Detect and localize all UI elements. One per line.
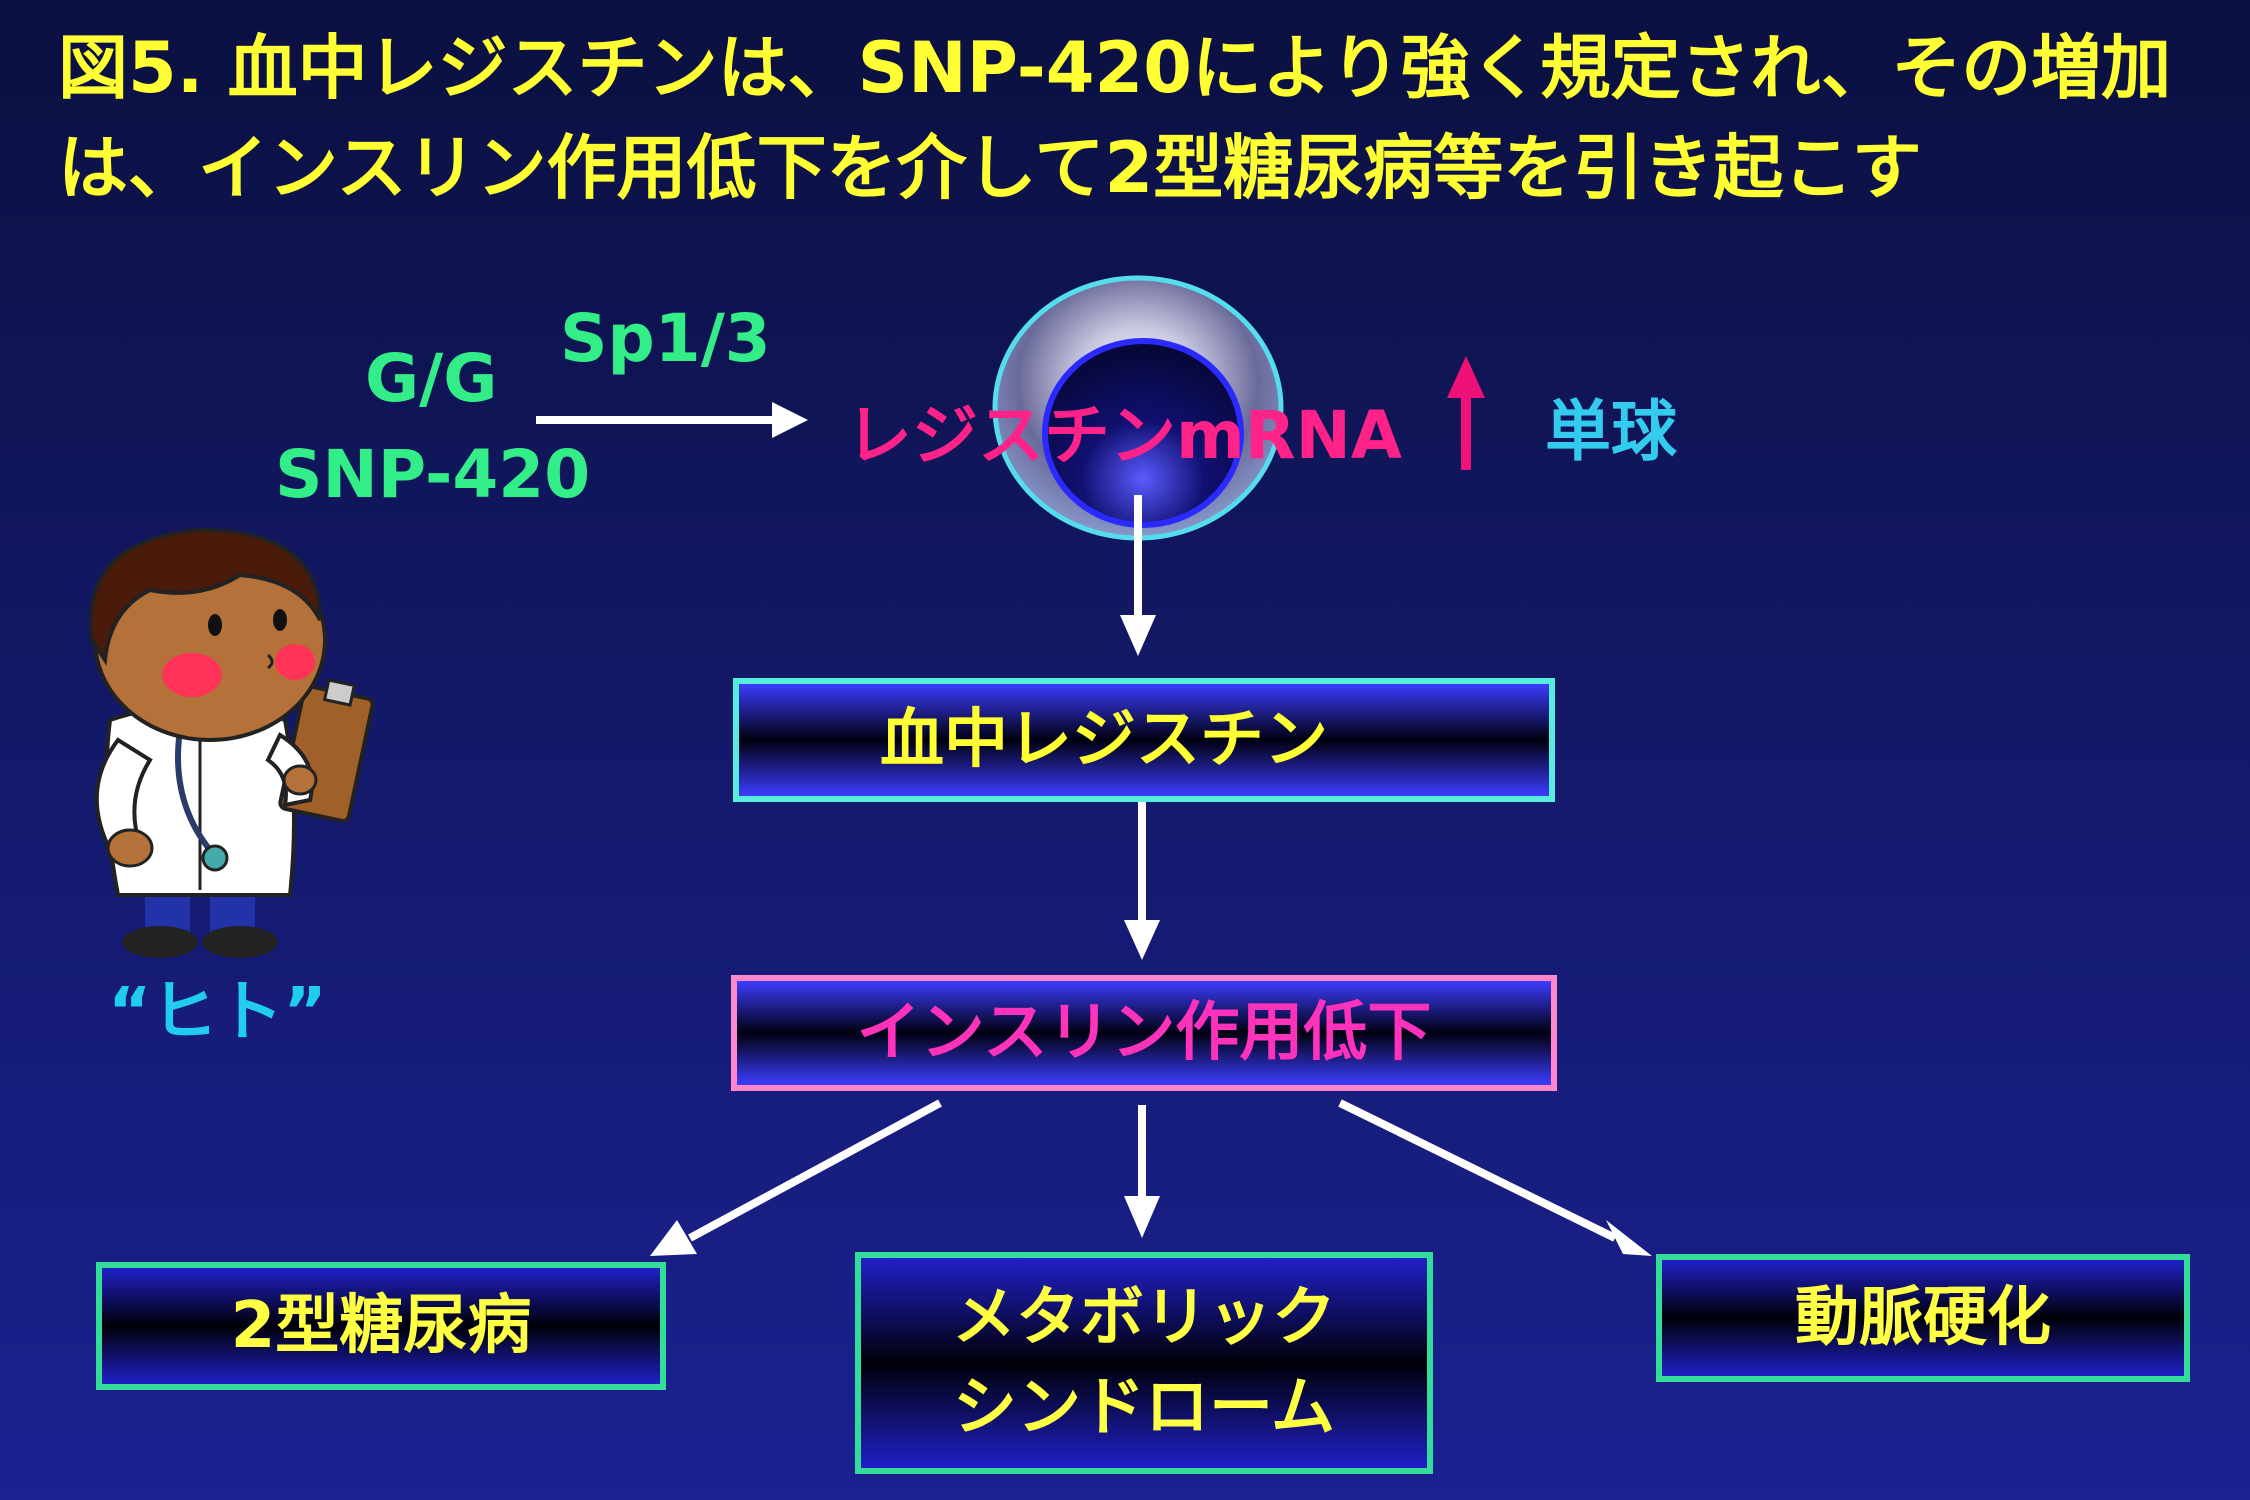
cell-type-label: 単球 — [1545, 393, 1677, 470]
box-type2-diabetes: 2型糖尿病 — [96, 1262, 666, 1390]
box-metabolic-syndrome: メタボリック シンドローム — [855, 1252, 1433, 1474]
monocyte-cell — [992, 275, 1284, 541]
genotype-label: G/G — [365, 340, 498, 417]
transcription-factor-label: Sp1/3 — [560, 300, 771, 377]
box-label-line1: メタボリック — [952, 1281, 1336, 1355]
slide-title: 図5. 血中レジスチンは、SNP-420により強く規定され、その増加は、インスリ… — [58, 27, 2172, 209]
box-insulin-action: インスリン作用低下 — [731, 975, 1557, 1091]
doctor-character-illustration — [88, 527, 375, 958]
box-label-line2: シンドローム — [952, 1371, 1336, 1445]
box-atherosclerosis: 動脈硬化 — [1656, 1254, 2190, 1382]
mrna-label: レジスチンmRNA — [846, 397, 1402, 474]
arrow-insulin-to-diabetes — [650, 1099, 942, 1256]
box-label: 2型糖尿病 — [230, 1289, 532, 1363]
arrow-cell-to-resistin — [1120, 495, 1156, 656]
arrow-insulin-to-metabolic — [1124, 1105, 1160, 1238]
arrow-snp-to-mrna — [536, 402, 808, 438]
box-label: 血中レジスチン — [880, 703, 1328, 777]
human-label: “ヒト” — [108, 973, 327, 1050]
arrow-resistin-to-insulin — [1124, 802, 1160, 960]
snp-label: SNP-420 — [275, 436, 591, 513]
up-arrow-icon — [1447, 356, 1485, 470]
box-blood-resistin: 血中レジスチン — [733, 678, 1555, 802]
arrow-insulin-to-athero — [1338, 1099, 1652, 1256]
box-label: インスリン作用低下 — [856, 996, 1432, 1070]
box-label: 動脈硬化 — [1795, 1281, 2051, 1355]
